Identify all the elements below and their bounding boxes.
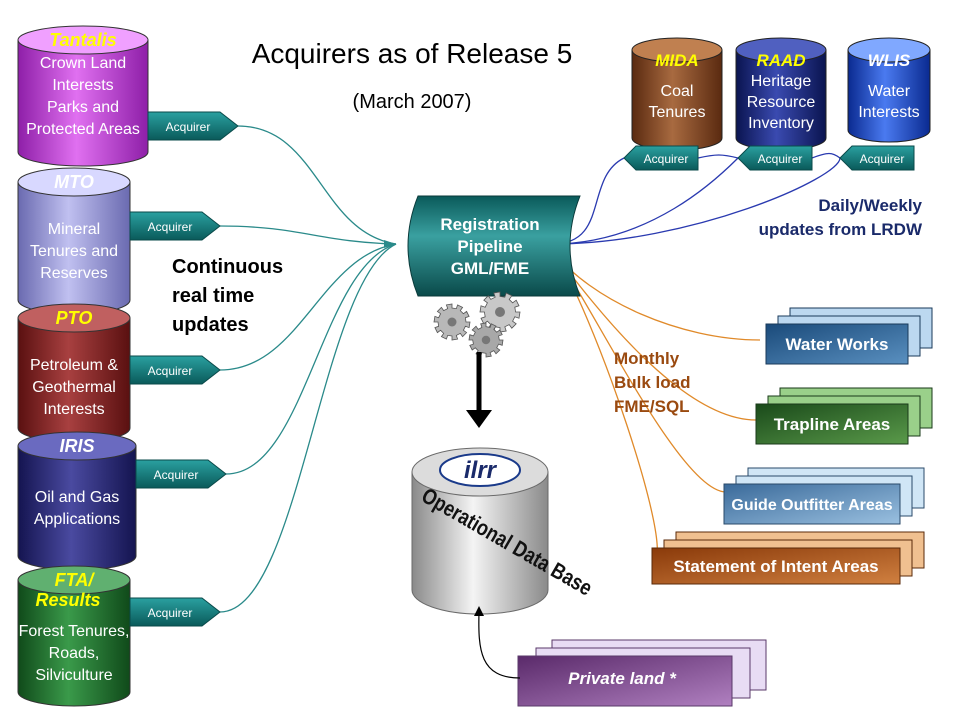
acquirer-label: Acquirer — [154, 468, 199, 482]
registration-pipeline: Registration Pipeline GML/FME — [407, 195, 581, 297]
acquirer-tag: Acquirer — [129, 597, 221, 627]
acquirer-label: Acquirer — [166, 120, 211, 134]
continuous-label-line-1: Continuous — [172, 256, 283, 278]
gears-icon — [433, 291, 521, 358]
daily-label-line-2: updates from LRDW — [759, 220, 923, 239]
top-source-line: Tenures — [649, 104, 706, 121]
top-source-name: MIDA — [655, 51, 698, 70]
bulk-dataset-label: Guide Outfitter Areas — [731, 497, 892, 514]
monthly-label-line-3: FME/SQL — [614, 397, 690, 416]
top-source-name: RAAD — [756, 51, 805, 70]
source-line: Crown Land — [40, 55, 126, 72]
acquirer-label: Acquirer — [148, 606, 193, 620]
acquirer-label: Acquirer — [148, 220, 193, 234]
bulk-dataset-2: Trapline Areas — [755, 387, 933, 445]
acquirer-tag: Acquirer — [129, 211, 221, 241]
daily-label-line-1: Daily/Weekly — [818, 196, 922, 215]
source-name: Tantalis — [49, 30, 116, 50]
top-source-line: Coal — [661, 83, 694, 100]
bulk-dataset-3: Guide Outfitter Areas — [723, 467, 925, 525]
pipeline-label-line-2: Pipeline — [457, 237, 522, 256]
top-source-line: Inventory — [748, 115, 814, 132]
source-line: Interests — [52, 77, 113, 94]
pipeline-label-line-3: GML/FME — [451, 259, 529, 278]
source-name: PTO — [56, 308, 93, 328]
continuous-label-line-2: real time — [172, 285, 254, 307]
acquirer-tag: Acquirer — [839, 145, 915, 171]
bulk-dataset-4: Statement of Intent Areas — [651, 531, 925, 585]
acquirer-label: Acquirer — [148, 364, 193, 378]
diagram-subtitle: (March 2007) — [353, 91, 472, 113]
ilrr-logo-icon — [439, 453, 521, 487]
source-line: Forest Tenures, — [19, 623, 130, 640]
source-name: IRIS — [59, 436, 94, 456]
top-source-line: Heritage — [751, 73, 812, 90]
pipeline-label-line-1: Registration — [440, 215, 539, 234]
private-land-label: Private land * — [568, 669, 677, 688]
source-name: FTA/ — [55, 570, 96, 590]
source-line: Reserves — [40, 265, 108, 282]
acquirer-tag: Acquirer — [129, 355, 221, 385]
source-name: MTO — [54, 172, 94, 192]
acquirer-label: Acquirer — [758, 152, 803, 166]
top-source-name: WLIS — [868, 51, 911, 70]
source-line: Applications — [34, 511, 120, 528]
private-land-dataset: Private land * — [517, 639, 767, 707]
source-line: Silviculture — [35, 667, 112, 684]
monthly-label-line-1: Monthly — [614, 349, 680, 368]
source-line: Petroleum & — [30, 357, 118, 374]
bulk-dataset-label: Trapline Areas — [774, 415, 891, 434]
acquirer-label: Acquirer — [644, 152, 689, 166]
source-line: Roads, — [49, 645, 100, 662]
bulk-dataset-label: Statement of Intent Areas — [673, 557, 878, 576]
source-name-2: Results — [35, 590, 100, 610]
source-line: Tenures and — [30, 243, 118, 260]
source-line: Mineral — [48, 221, 100, 238]
continuous-label: Continuous real time updates — [172, 256, 283, 336]
continuous-label-line-3: updates — [172, 314, 249, 336]
monthly-label-line-2: Bulk load — [614, 373, 691, 392]
ilrr-logo: ilrr — [464, 457, 498, 484]
operational-database: ilrr Operational Data Base — [411, 447, 596, 615]
source-line: Oil and Gas — [35, 489, 119, 506]
acquirer-tag: Acquirer — [147, 111, 239, 141]
acquirer-tag: Acquirer — [737, 145, 813, 171]
source-line: Geothermal — [32, 379, 116, 396]
monthly-label: Monthly Bulk load FME/SQL — [614, 349, 691, 416]
acquirer-tag: Acquirer — [623, 145, 699, 171]
down-arrowhead-icon — [466, 410, 492, 428]
bulk-dataset-1: Water Works — [765, 307, 933, 365]
source-line: Protected Areas — [26, 121, 140, 138]
acquirer-tag: Acquirer — [135, 459, 227, 489]
top-source-line: Water — [868, 83, 911, 100]
private-land-arrowhead-icon — [474, 606, 484, 616]
acquirer-label: Acquirer — [860, 152, 905, 166]
top-source-line: Resource — [747, 94, 816, 111]
private-land-connector — [478, 611, 521, 679]
diagram-title: Acquirers as of Release 5 — [252, 38, 573, 69]
source-line: Interests — [43, 401, 104, 418]
daily-label: Daily/Weekly updates from LRDW — [759, 196, 923, 239]
top-source-line: Interests — [858, 104, 919, 121]
source-line: Parks and — [47, 99, 119, 116]
bulk-dataset-label: Water Works — [786, 335, 889, 354]
